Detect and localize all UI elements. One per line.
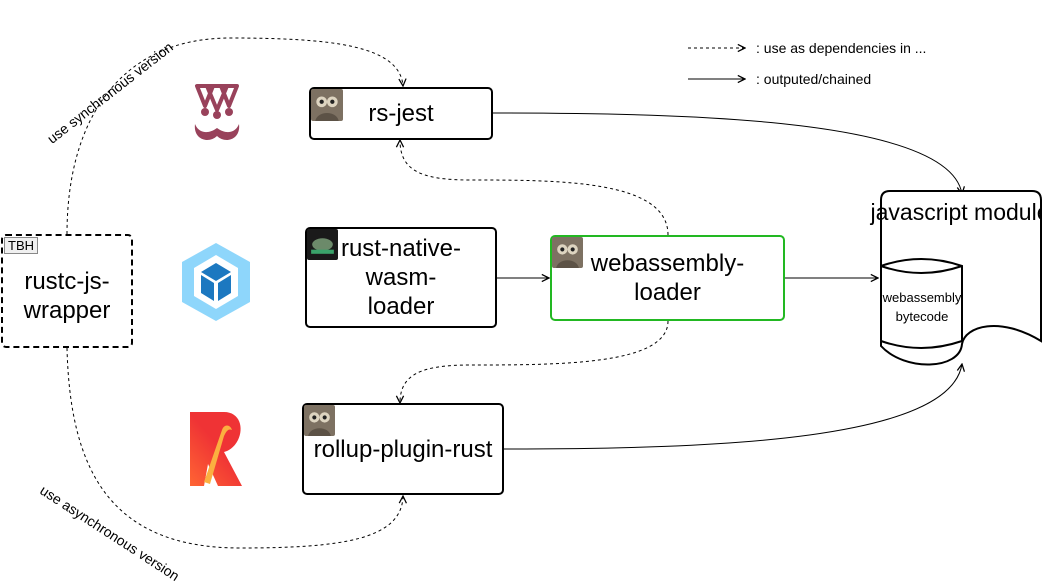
edge-wrapper-to-rollup [66, 347, 403, 549]
rollup-plugin-rust-label: rollup-plugin-rust [313, 435, 493, 463]
owl-avatar-icon [552, 237, 583, 268]
js-module-title: javascript module [870, 199, 1042, 225]
owl-avatar-icon [311, 89, 343, 121]
edge-wrapper-to-rs-jest [66, 37, 403, 235]
rustc-js-wrapper-label: rustc-js-wrapper [23, 268, 111, 324]
bytecode-cylinder-top [880, 265, 963, 274]
edge-wasm-to-rollup [400, 320, 669, 403]
edge-rollup-to-module [503, 364, 962, 450]
rustc-js-wrapper-node: TBH rustc-js-wrapper [1, 234, 133, 348]
rs-jest-node: rs-jest [309, 87, 493, 140]
rollup-logo [190, 412, 242, 486]
rollup-plugin-rust-node: rollup-plugin-rust [302, 403, 504, 495]
jest-logo [194, 84, 240, 140]
rs-jest-label: rs-jest [368, 100, 434, 127]
bytecode-cylinder [880, 258, 963, 349]
tbh-tag: TBH [4, 237, 38, 254]
bytecode-label: webassembly bytecode [882, 290, 962, 324]
turtle-avatar-icon [307, 229, 338, 260]
owl-avatar-icon [304, 405, 335, 436]
webassembly-loader-node: webassembly-loader [550, 235, 785, 321]
legend-dashed-label: : use as dependencies in ... [756, 40, 927, 56]
edge-rs-jest-to-module [491, 112, 962, 194]
webpack-logo [182, 243, 250, 321]
edge-wasm-to-rs-jest [400, 140, 669, 236]
webassembly-loader-label: webassembly-loader [590, 250, 745, 306]
rust-native-wasm-loader-node: rust-native-wasm-loader [305, 227, 497, 328]
legend-solid-label: : outputed/chained [756, 71, 872, 87]
rust-native-wasm-loader-label: rust-native-wasm-loader [340, 235, 462, 320]
